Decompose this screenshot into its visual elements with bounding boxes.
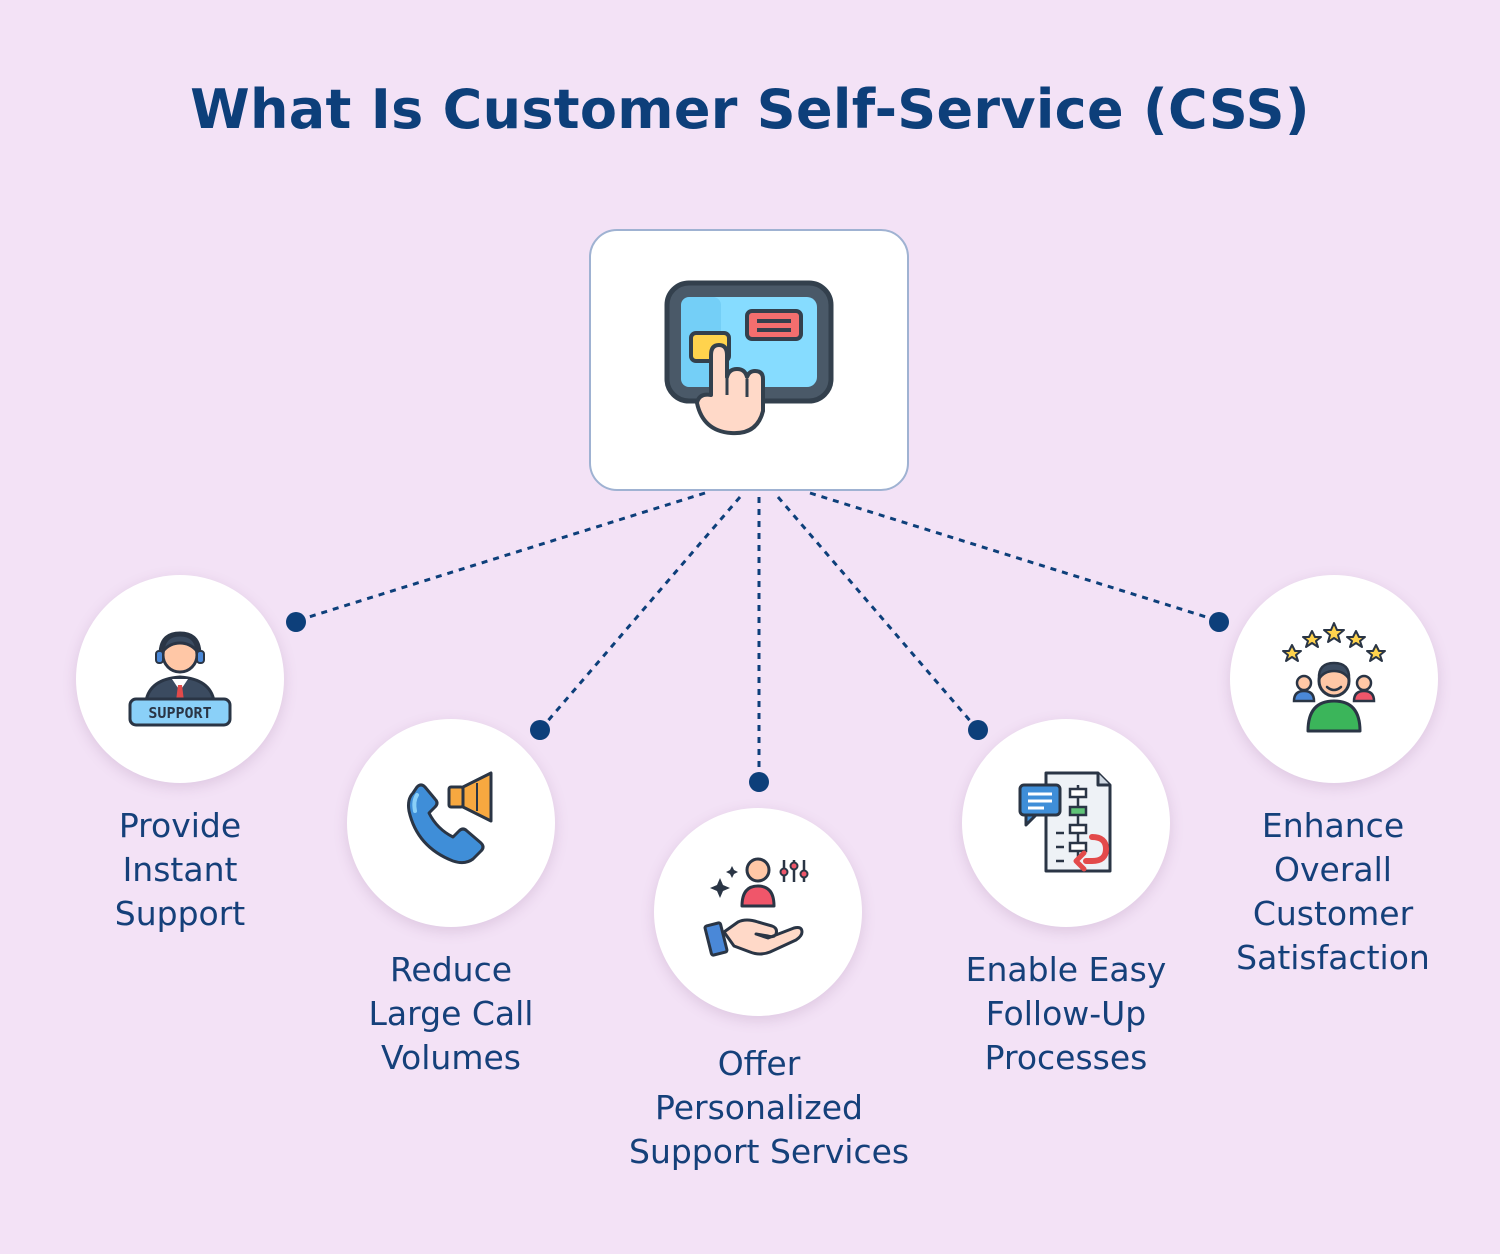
connector-dot-3 — [749, 772, 769, 792]
label-easy-follow-up: Enable Easy Follow-Up Processes — [965, 950, 1167, 1077]
page-title: What Is Customer Self-Service (CSS) — [190, 78, 1310, 141]
connector-line-2 — [538, 496, 742, 731]
connector-dot-1 — [286, 612, 306, 632]
node-personalized-support — [654, 808, 862, 1016]
touchscreen-ticket-icon — [664, 280, 834, 436]
label-instant-support: Provide Instant Support — [114, 806, 246, 933]
rated-customer-icon — [1282, 622, 1386, 733]
node-reduce-call-volumes — [347, 719, 555, 927]
label-reduce-call-volumes: Reduce Large Call Volumes — [368, 950, 534, 1077]
flowchart-document-icon — [1018, 771, 1112, 873]
label-personalized-support: Offer Personalized Support Services — [629, 1044, 910, 1171]
node-customer-satisfaction — [1230, 575, 1438, 783]
phone-speaker-icon — [407, 771, 493, 865]
connector-dot-2 — [530, 720, 550, 740]
connector-line-4 — [776, 496, 980, 731]
hand-person-icon — [703, 857, 809, 957]
node-instant-support: SUPPORT — [76, 575, 284, 783]
node-easy-follow-up — [962, 719, 1170, 927]
connector-line-5 — [809, 491, 1220, 623]
center-card — [589, 229, 909, 491]
svg-text:SUPPORT: SUPPORT — [148, 704, 211, 722]
label-customer-satisfaction: Enhance Overall Customer Satisfaction — [1236, 806, 1430, 977]
connector-line-1 — [295, 491, 706, 623]
connector-dot-5 — [1209, 612, 1229, 632]
connector-dot-4 — [968, 720, 988, 740]
support-agent-icon: SUPPORT — [128, 631, 232, 727]
